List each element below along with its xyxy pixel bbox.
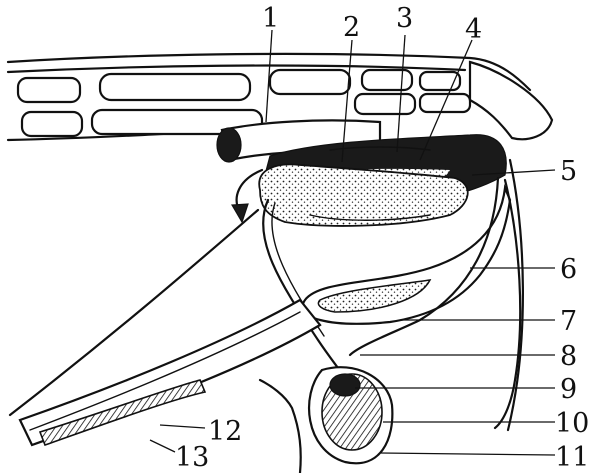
label-12: 12 bbox=[208, 416, 242, 447]
label-3: 3 bbox=[396, 3, 413, 34]
body-contour bbox=[8, 158, 524, 473]
curved-arrow bbox=[230, 168, 264, 224]
bladder bbox=[258, 163, 469, 227]
label-13: 13 bbox=[175, 442, 209, 473]
retractor-muscle bbox=[348, 176, 522, 430]
label-6: 6 bbox=[560, 254, 577, 285]
label-8: 8 bbox=[560, 341, 577, 372]
label-11: 11 bbox=[555, 442, 589, 473]
label-5: 5 bbox=[560, 156, 577, 187]
label-9: 9 bbox=[560, 374, 577, 405]
number-labels: 1 2 3 4 5 6 7 8 9 10 11 12 13 bbox=[175, 3, 589, 473]
label-7: 7 bbox=[560, 306, 577, 337]
leader-lines bbox=[149, 29, 556, 456]
testis bbox=[308, 366, 394, 465]
vertebral-column bbox=[6, 52, 554, 142]
penis bbox=[18, 183, 512, 447]
label-2: 2 bbox=[343, 12, 360, 43]
label-10: 10 bbox=[555, 408, 589, 439]
label-4: 4 bbox=[465, 14, 482, 45]
label-1: 1 bbox=[262, 3, 279, 34]
